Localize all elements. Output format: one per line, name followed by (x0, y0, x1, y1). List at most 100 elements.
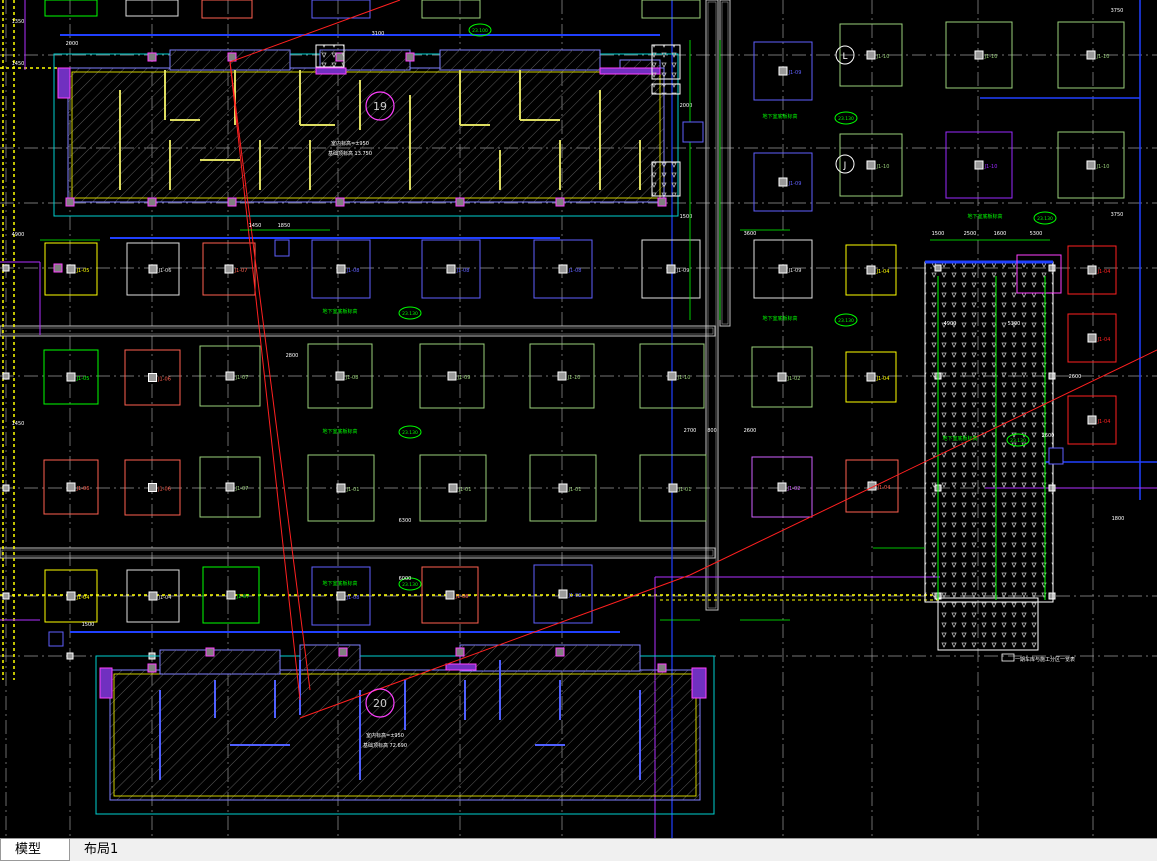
footing-label: J1-09 (788, 268, 802, 274)
column-marker (65, 197, 75, 207)
footing-label: J1-04 (877, 485, 891, 491)
column-marker (455, 647, 465, 657)
footing-outline (44, 0, 98, 17)
footing-label: J1-04 (158, 595, 172, 601)
column-marker (405, 52, 415, 62)
footing-label: J1-04 (1097, 419, 1111, 425)
dimension-label: 6000 (399, 576, 412, 582)
tag-box (48, 631, 64, 647)
dimension-label: 2600 (744, 428, 757, 434)
footing-label: J1-10 (876, 54, 890, 60)
core-notch (160, 650, 280, 674)
building-note: 基础顶标高 13.750 (328, 150, 372, 157)
dimension-label: 1500 (82, 622, 95, 628)
footing-outline (1057, 21, 1125, 89)
column-marker (555, 197, 565, 207)
column-marker (53, 263, 63, 273)
column-marker (147, 197, 157, 207)
column-marker (336, 264, 346, 274)
wall-trim (99, 667, 113, 699)
footing-label: J1-08 (568, 593, 582, 599)
column-marker (558, 483, 568, 493)
column-marker (557, 371, 567, 381)
footing-label: J1-10 (677, 375, 691, 381)
column-marker (2, 372, 10, 380)
elevation-value: 23.100 (472, 28, 488, 34)
column-marker (148, 483, 157, 492)
footing-outline (839, 133, 903, 197)
tab-layout1[interactable]: 布局1 (84, 842, 119, 857)
footing-outline (1067, 245, 1117, 295)
retaining-wall-band (707, 1, 717, 609)
footing-label: J1-04 (1097, 269, 1111, 275)
column-marker (224, 264, 234, 274)
dimension-label: 1500 (680, 214, 693, 220)
dimension-label: 6300 (399, 518, 412, 524)
elevation-value: 23.130 (838, 318, 854, 324)
footing-outline (421, 566, 479, 624)
footing-label: J1-08 (345, 375, 359, 381)
footing-outline (44, 242, 98, 296)
dimension-label: 4900 (12, 232, 25, 238)
footing-label: J1-01 (568, 487, 582, 493)
column-marker (338, 647, 348, 657)
axis-bubble (835, 45, 855, 65)
footing-label: J1-07 (236, 594, 250, 600)
tag-box (682, 121, 704, 143)
column-marker (778, 66, 788, 76)
ramp-zone (924, 261, 1054, 603)
footing-label: J1-10 (1096, 54, 1110, 60)
dimension-label: 3750 (1111, 212, 1124, 218)
legend-note: 一期车库与施工分区一览表 (1015, 656, 1075, 663)
column-marker (555, 647, 565, 657)
column-marker (447, 371, 457, 381)
footing-outline (124, 349, 181, 406)
core-notch (460, 645, 640, 671)
column-marker (66, 652, 74, 660)
footing-label: J1-09 (788, 181, 802, 187)
column-block (651, 83, 681, 95)
footing-outline (311, 566, 371, 626)
retaining-wall-band (0, 325, 716, 337)
footing-label: J1-08 (456, 268, 470, 274)
footing-label: J1-10 (567, 375, 581, 381)
column-marker (866, 265, 876, 275)
column-marker (866, 372, 876, 382)
column-marker (147, 52, 157, 62)
footing-outline (202, 242, 256, 296)
dimension-label: 2600 (1069, 374, 1082, 380)
dimension-label: 2800 (286, 353, 299, 359)
building-20-inner (113, 673, 697, 797)
column-marker (666, 264, 676, 274)
footing-label: J1-01 (458, 487, 472, 493)
footing-label: J1-08 (455, 594, 469, 600)
column-marker (1087, 333, 1097, 343)
column-marker (777, 482, 787, 492)
footing-label: J1-02 (787, 486, 801, 492)
dimension-label: 1500 (932, 231, 945, 237)
reference-line (299, 574, 691, 719)
column-marker (226, 590, 236, 600)
wall-trim (691, 667, 707, 699)
wall-trim (445, 663, 477, 671)
tab-model[interactable]: 模型 (0, 839, 70, 861)
footing-outline (639, 454, 707, 522)
footing-outline (43, 459, 99, 515)
footing-outline (311, 0, 371, 19)
elevation-tag (834, 313, 858, 327)
core-notch (300, 645, 360, 670)
footing-label: J1-04 (76, 595, 90, 601)
footing-outline (124, 459, 181, 516)
dimension-label: 2500 (964, 231, 977, 237)
building-19-inner (71, 71, 661, 199)
dimension-label: 1850 (278, 223, 291, 229)
green-note: 地下室底板标高 (967, 213, 1002, 220)
footing-outline (751, 456, 813, 518)
building-note: 基础顶标高 72.690 (363, 742, 407, 749)
footing-outline (945, 131, 1013, 199)
footing-outline (945, 21, 1013, 89)
elevation-value: 23.130 (838, 116, 854, 122)
column-marker (148, 264, 158, 274)
